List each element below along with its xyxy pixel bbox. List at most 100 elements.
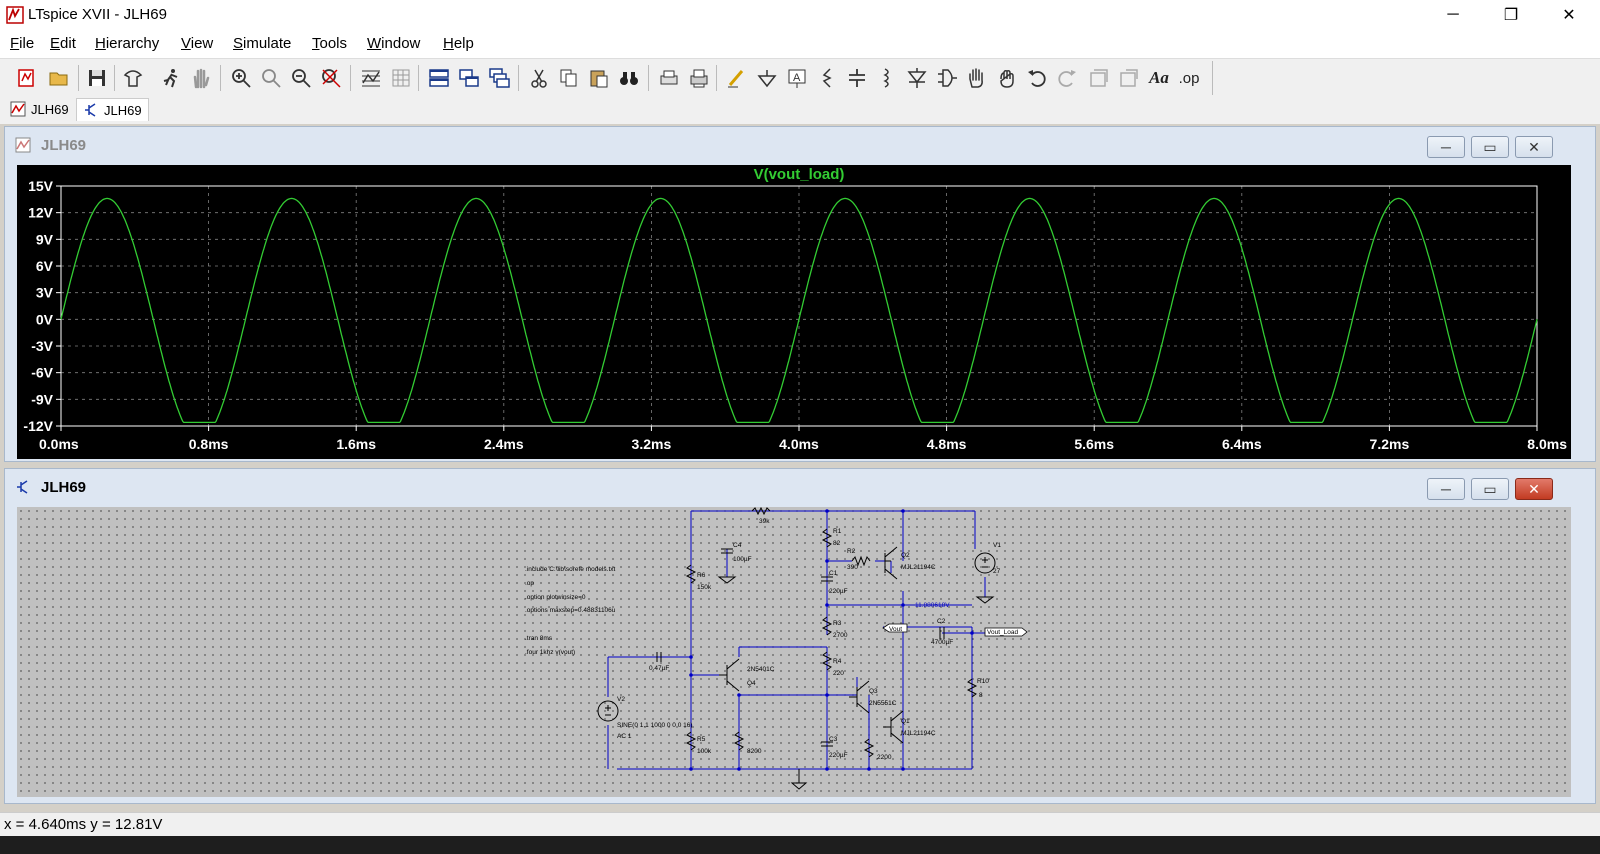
control-panel-icon[interactable] [120,65,146,91]
copy-icon[interactable] [556,65,582,91]
undo-icon[interactable] [1024,65,1050,91]
y-tick-label: 0V [36,311,54,327]
autorange-icon[interactable] [358,65,384,91]
waveform-window-titlebar[interactable]: JLH69 ─ ▭ ✕ [5,127,1595,161]
toolbar-separator [350,65,351,91]
grid-icon[interactable] [388,65,414,91]
y-tick-label: 12V [28,205,54,221]
paste-icon[interactable] [586,65,612,91]
capacitors [656,548,945,747]
halt-icon[interactable] [188,65,214,91]
mirror-icon[interactable] [1116,65,1142,91]
schematic-window-titlebar[interactable]: JLH69 ─ ▭ ✕ [5,469,1595,503]
vout-load-net-label[interactable]: Vout_Load [987,629,1018,636]
schematic-canvas[interactable]: .include C:\lib\sorefe models.txt .op .o… [17,506,1571,797]
y-tick-label: 15V [28,178,54,194]
trace-vout-load[interactable] [60,197,1538,424]
spice-directive-icon[interactable]: .op [1178,69,1200,87]
minimize-button[interactable]: ─ [1447,6,1459,23]
c3-label: C3 [829,736,838,743]
q4-label: Q4 [747,680,756,687]
minimize-button[interactable]: ─ [1427,136,1465,158]
toolbar-separator [220,65,221,91]
transistor-icon [17,480,28,494]
maximize-button[interactable]: ▭ [1471,136,1509,158]
r-top-value: 39k [759,518,770,525]
minimize-button[interactable]: ─ [1427,478,1465,500]
c2-value: 4700µF [931,639,953,646]
resistors [685,506,978,758]
y-tick-label: -6V [31,365,53,381]
rotate-icon[interactable] [1086,65,1112,91]
directive-op[interactable]: .op [525,580,534,587]
node-voltage-annotation: 11.880618V [915,602,950,609]
save-icon[interactable] [84,65,110,91]
menu-hierarchy[interactable]: Hierarchy [95,35,160,52]
capacitor-icon[interactable] [844,65,870,91]
directive-option-plotwinsize[interactable]: .option plotwinsize=0 [525,594,586,601]
drag-icon[interactable] [994,65,1020,91]
close-button[interactable]: ✕ [1515,478,1553,500]
close-button[interactable]: ✕ [1515,136,1553,158]
ltspice-logo-icon [6,6,24,24]
cascade-icon[interactable] [486,65,512,91]
draw-wire-icon[interactable] [724,65,750,91]
c4-label: C4 [733,542,742,549]
net-label-icon[interactable]: A [784,65,810,91]
directive-include[interactable]: .include C:\lib\sorefe models.txt [525,566,616,573]
zoom-out-icon[interactable] [288,65,314,91]
close-button[interactable]: ✕ [1562,7,1576,24]
redo-icon[interactable] [1054,65,1080,91]
c-in-value: 0.47µF [649,665,669,672]
cut-icon[interactable] [526,65,552,91]
diode-icon[interactable] [904,65,930,91]
toolbar-separator [716,65,717,91]
vout-net-label[interactable]: Vout [889,626,902,633]
print-icon[interactable] [686,65,712,91]
menu-help[interactable]: Help [443,35,474,52]
menu-simulate[interactable]: Simulate [233,35,292,52]
open-icon[interactable] [46,65,72,91]
directive-tran[interactable]: .tran 8ms [525,635,553,642]
menu-edit[interactable]: Edit [50,35,76,52]
v2-ac: AC 1 [617,733,632,740]
zoom-fit-icon[interactable] [318,65,344,91]
zoom-area-icon[interactable] [258,65,284,91]
menu-file[interactable]: File [10,35,35,52]
text-icon[interactable]: Aa [1149,68,1169,87]
trace-title[interactable]: V(vout_load) [754,166,845,183]
component-icon[interactable] [934,65,960,91]
waveform-plot[interactable]: V(vout_load)15V12V9V6V3V0V-3V-6V-9V-12V0… [17,165,1571,459]
r5-value: 100k [697,748,712,755]
resistor-icon[interactable] [814,65,840,91]
inductor-icon[interactable] [874,65,900,91]
tab-waveform[interactable]: JLH69 [4,98,75,120]
find-icon[interactable] [616,65,642,91]
menu-tools[interactable]: Tools [312,35,348,52]
tile-vertical-icon[interactable] [456,65,482,91]
cursor-readout: x = 4.640ms y = 12.81V [4,816,163,833]
directive-options-maxstep[interactable]: .options maxstep=0.48831106u [525,607,616,614]
tile-horizontal-icon[interactable] [426,65,452,91]
run-icon[interactable] [158,65,184,91]
menu-view[interactable]: View [181,35,214,52]
c4-value: 100µF [733,556,752,563]
c2-label: C2 [937,618,946,625]
menu-window[interactable]: Window [367,35,421,52]
waveform-icon [10,101,26,117]
ground-icon[interactable] [754,65,780,91]
toolbar-separator [418,65,419,91]
tab-schematic[interactable]: JLH69 [76,98,149,121]
print-setup-icon[interactable] [656,65,682,91]
schematic-drawing[interactable]: .include C:\lib\sorefe models.txt .op .o… [17,506,1571,797]
maximize-button[interactable]: ▭ [1471,478,1509,500]
v2-label: V2 [617,696,625,703]
zoom-in-icon[interactable] [228,65,254,91]
restore-button[interactable]: ❐ [1503,7,1519,24]
r6-value: 150k [697,584,712,591]
directive-four[interactable]: .four 1khz v(vout) [525,649,575,656]
move-icon[interactable] [964,65,990,91]
y-tick-label: 3V [36,285,54,301]
new-schematic-icon[interactable] [14,65,40,91]
